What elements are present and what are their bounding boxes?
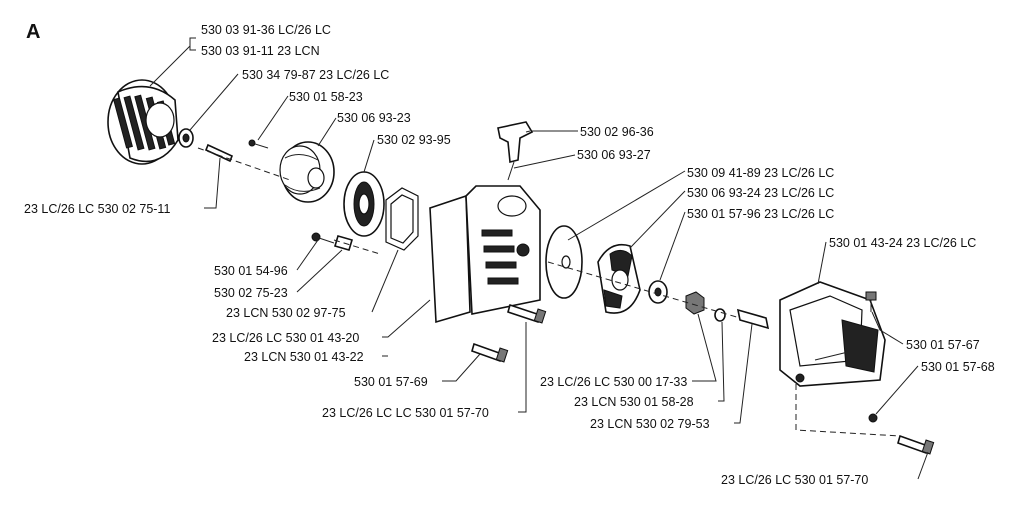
screw-mid-part [507,303,547,324]
screw-69-part [471,342,509,363]
label-clutch-washer: 530 01 57-96 23 LC/26 LC [687,207,834,221]
label-nut-small: 530 01 57-68 [921,360,995,374]
label-flywheel-lcn: 530 03 91-11 23 LCN [201,44,320,58]
label-handle: 530 02 96-36 [580,125,654,139]
label-screw-70-bottom: 23 LC/26 LC 530 01 57-70 [721,473,868,487]
label-screw-69: 530 01 57-69 [354,375,428,389]
flywheel-part [107,79,179,165]
label-screw-pulley: 530 01 58-23 [289,90,363,104]
label-screw-5: 530 01 54-96 [214,264,288,278]
label-housing-lc: 23 LC/26 LC 530 01 43-20 [212,331,359,345]
pulley-screw-part [248,139,269,149]
spring-part [343,171,385,237]
label-clutch: 530 06 93-24 23 LC/26 LC [687,186,834,200]
label-washer: 530 34 79-87 23 LC/26 LC [242,68,389,82]
cover-screw-part [865,291,877,312]
label-flywheel-lc: 530 03 91-36 LC/26 LC [201,23,331,37]
label-pulley: 530 06 93-23 [337,111,411,125]
starter-handle-part [497,121,534,181]
label-nut-33: 23 LC/26 LC 530 00 17-33 [540,375,687,389]
label-spring: 530 02 93-95 [377,133,451,147]
label-washer-28: 23 LCN 530 01 58-28 [574,395,694,409]
label-cord: 530 06 93-27 [577,148,651,162]
cover-screw-bottom-part [897,434,935,455]
starter-housing-part [429,185,541,324]
part-labels: 530 03 91-36 LC/26 LC 530 03 91-11 23 LC… [24,23,995,487]
disc-part [545,225,583,299]
label-cover: 530 01 43-24 23 LC/26 LC [829,236,976,250]
washer-part [178,128,194,148]
label-screw-70-mid: 23 LC/26 LC LC 530 01 57-70 [322,406,489,420]
clutch-part [597,243,641,314]
sleeve-part [736,308,770,330]
small-washer-part [714,308,726,322]
label-pin-small: 530 02 75-23 [214,286,288,300]
label-housing-lcn: 23 LCN 530 01 43-22 [244,350,364,364]
pulley-part [279,141,335,203]
small-pin-part [311,232,353,251]
gasket-part [385,187,419,251]
label-disc: 530 09 41-89 23 LC/26 LC [687,166,834,180]
label-sleeve-53: 23 LCN 530 02 79-53 [590,417,710,431]
figure-label: A [26,21,40,43]
leader-lines [149,37,929,480]
label-gasket: 23 LCN 530 02 97-75 [226,306,346,320]
label-pin: 23 LC/26 LC 530 02 75-11 [24,202,170,216]
cover-nut-part [868,413,878,423]
clutch-washer-part [648,280,668,304]
clutch-cover-part [779,281,886,387]
label-cover-screw: 530 01 57-67 [906,338,980,352]
nut-part [685,291,705,315]
pin-part [204,143,234,163]
